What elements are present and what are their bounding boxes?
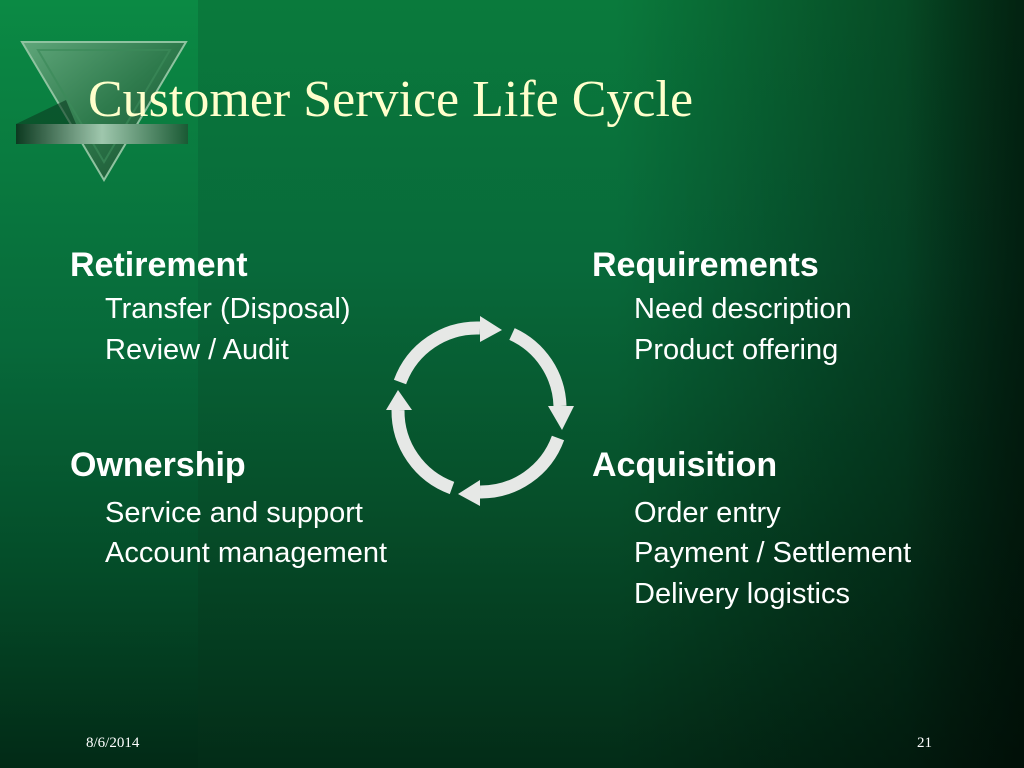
green-triangle-logo-icon	[16, 41, 188, 182]
footer-date: 8/6/2014	[86, 735, 140, 751]
ownership-heading: Ownership	[70, 446, 246, 484]
cycle-arc-bottom-right	[479, 435, 565, 499]
acquisition-item: Order entry	[634, 497, 781, 529]
requirements-item: Product offering	[634, 334, 839, 366]
right-shade	[904, 0, 1024, 768]
cycle-arrows-icon	[386, 316, 574, 506]
ownership-item: Account management	[105, 537, 388, 569]
retirement-item: Transfer (Disposal)	[105, 293, 351, 325]
acquisition-item: Payment / Settlement	[634, 537, 912, 569]
cycle-arc-bottom-left	[391, 409, 455, 495]
acquisition-item: Delivery logistics	[634, 578, 850, 610]
cycle-arc-top-left	[393, 321, 481, 385]
requirements-item: Need description	[634, 293, 852, 325]
cycle-arrowhead	[548, 406, 574, 430]
retirement-heading: Retirement	[70, 246, 248, 284]
slide-title: Customer Service Life Cycle	[88, 71, 694, 128]
cycle-arc-top-right	[509, 328, 567, 407]
acquisition-heading: Acquisition	[592, 446, 778, 484]
cycle-arrowhead	[480, 316, 502, 342]
requirements-heading: Requirements	[592, 246, 819, 284]
ownership-item: Service and support	[105, 497, 363, 529]
footer-page-number: 21	[917, 735, 932, 751]
cycle-arrowhead	[458, 480, 480, 506]
retirement-item: Review / Audit	[105, 334, 289, 366]
cycle-arrowhead	[386, 390, 412, 410]
